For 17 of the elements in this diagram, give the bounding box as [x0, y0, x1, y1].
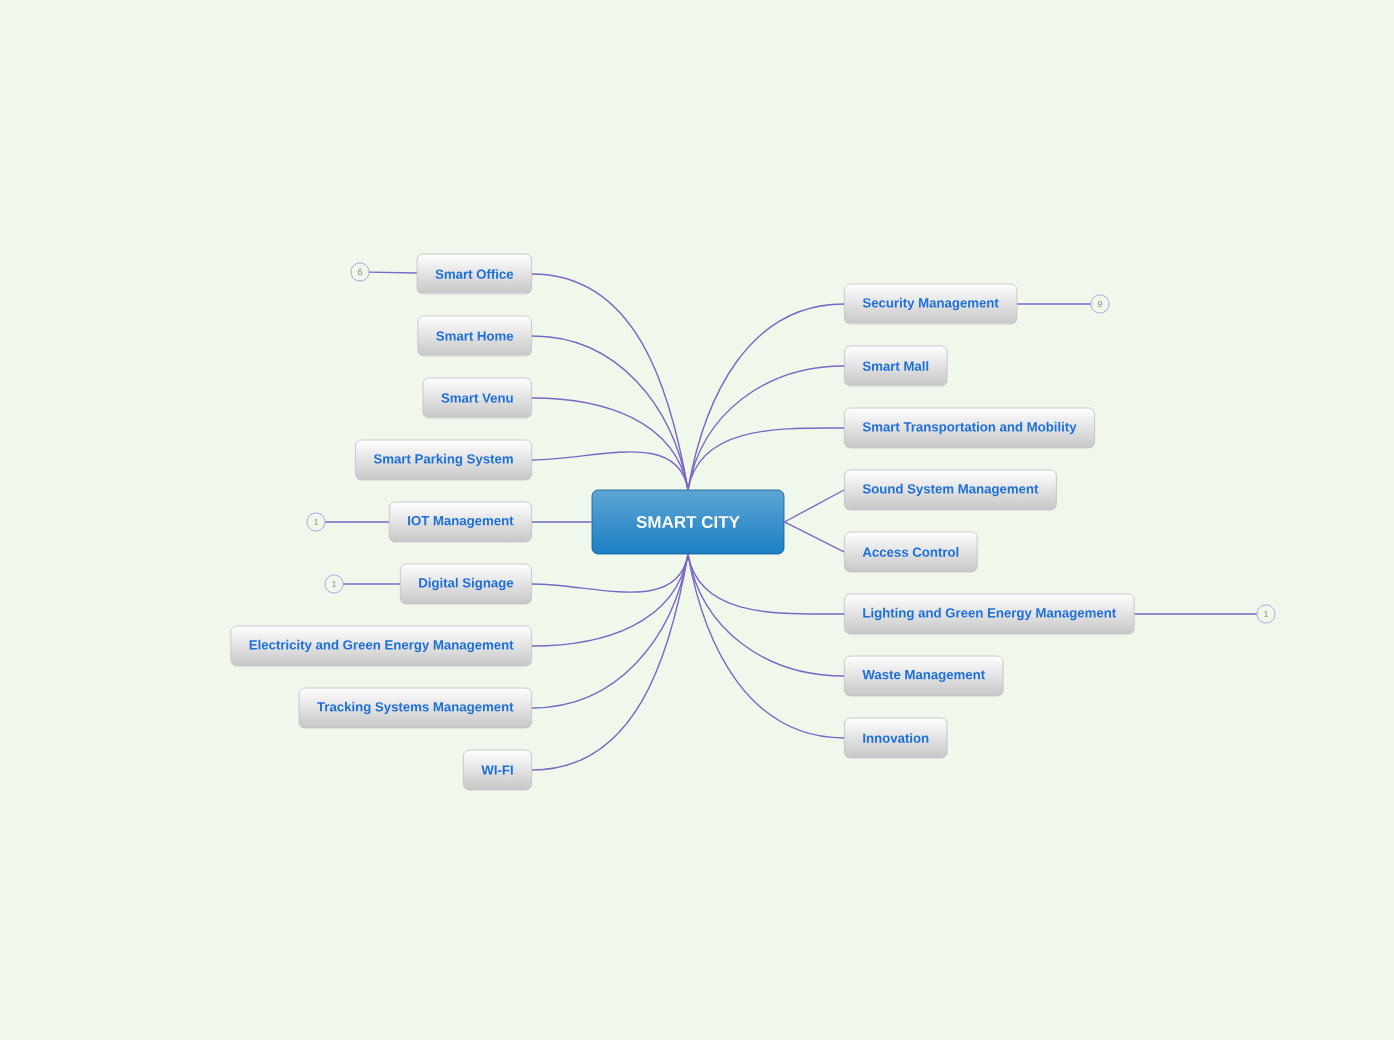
connector-line — [1016, 303, 1092, 305]
connector-line — [531, 451, 689, 491]
connector-line — [342, 583, 401, 585]
connector-line — [687, 427, 845, 491]
connector-line — [687, 553, 845, 739]
connector-line — [324, 521, 390, 523]
connector-line — [531, 553, 689, 709]
connector-line — [1133, 613, 1258, 615]
connector-line — [687, 365, 845, 491]
connector-line — [783, 521, 845, 553]
connector-line — [687, 303, 845, 491]
connector-line — [531, 521, 593, 523]
central-topic-box: SMART CITY — [591, 489, 785, 555]
connector-line — [783, 489, 845, 523]
connector-line — [531, 397, 689, 491]
connector-line — [531, 553, 689, 771]
connector-line — [368, 271, 418, 274]
